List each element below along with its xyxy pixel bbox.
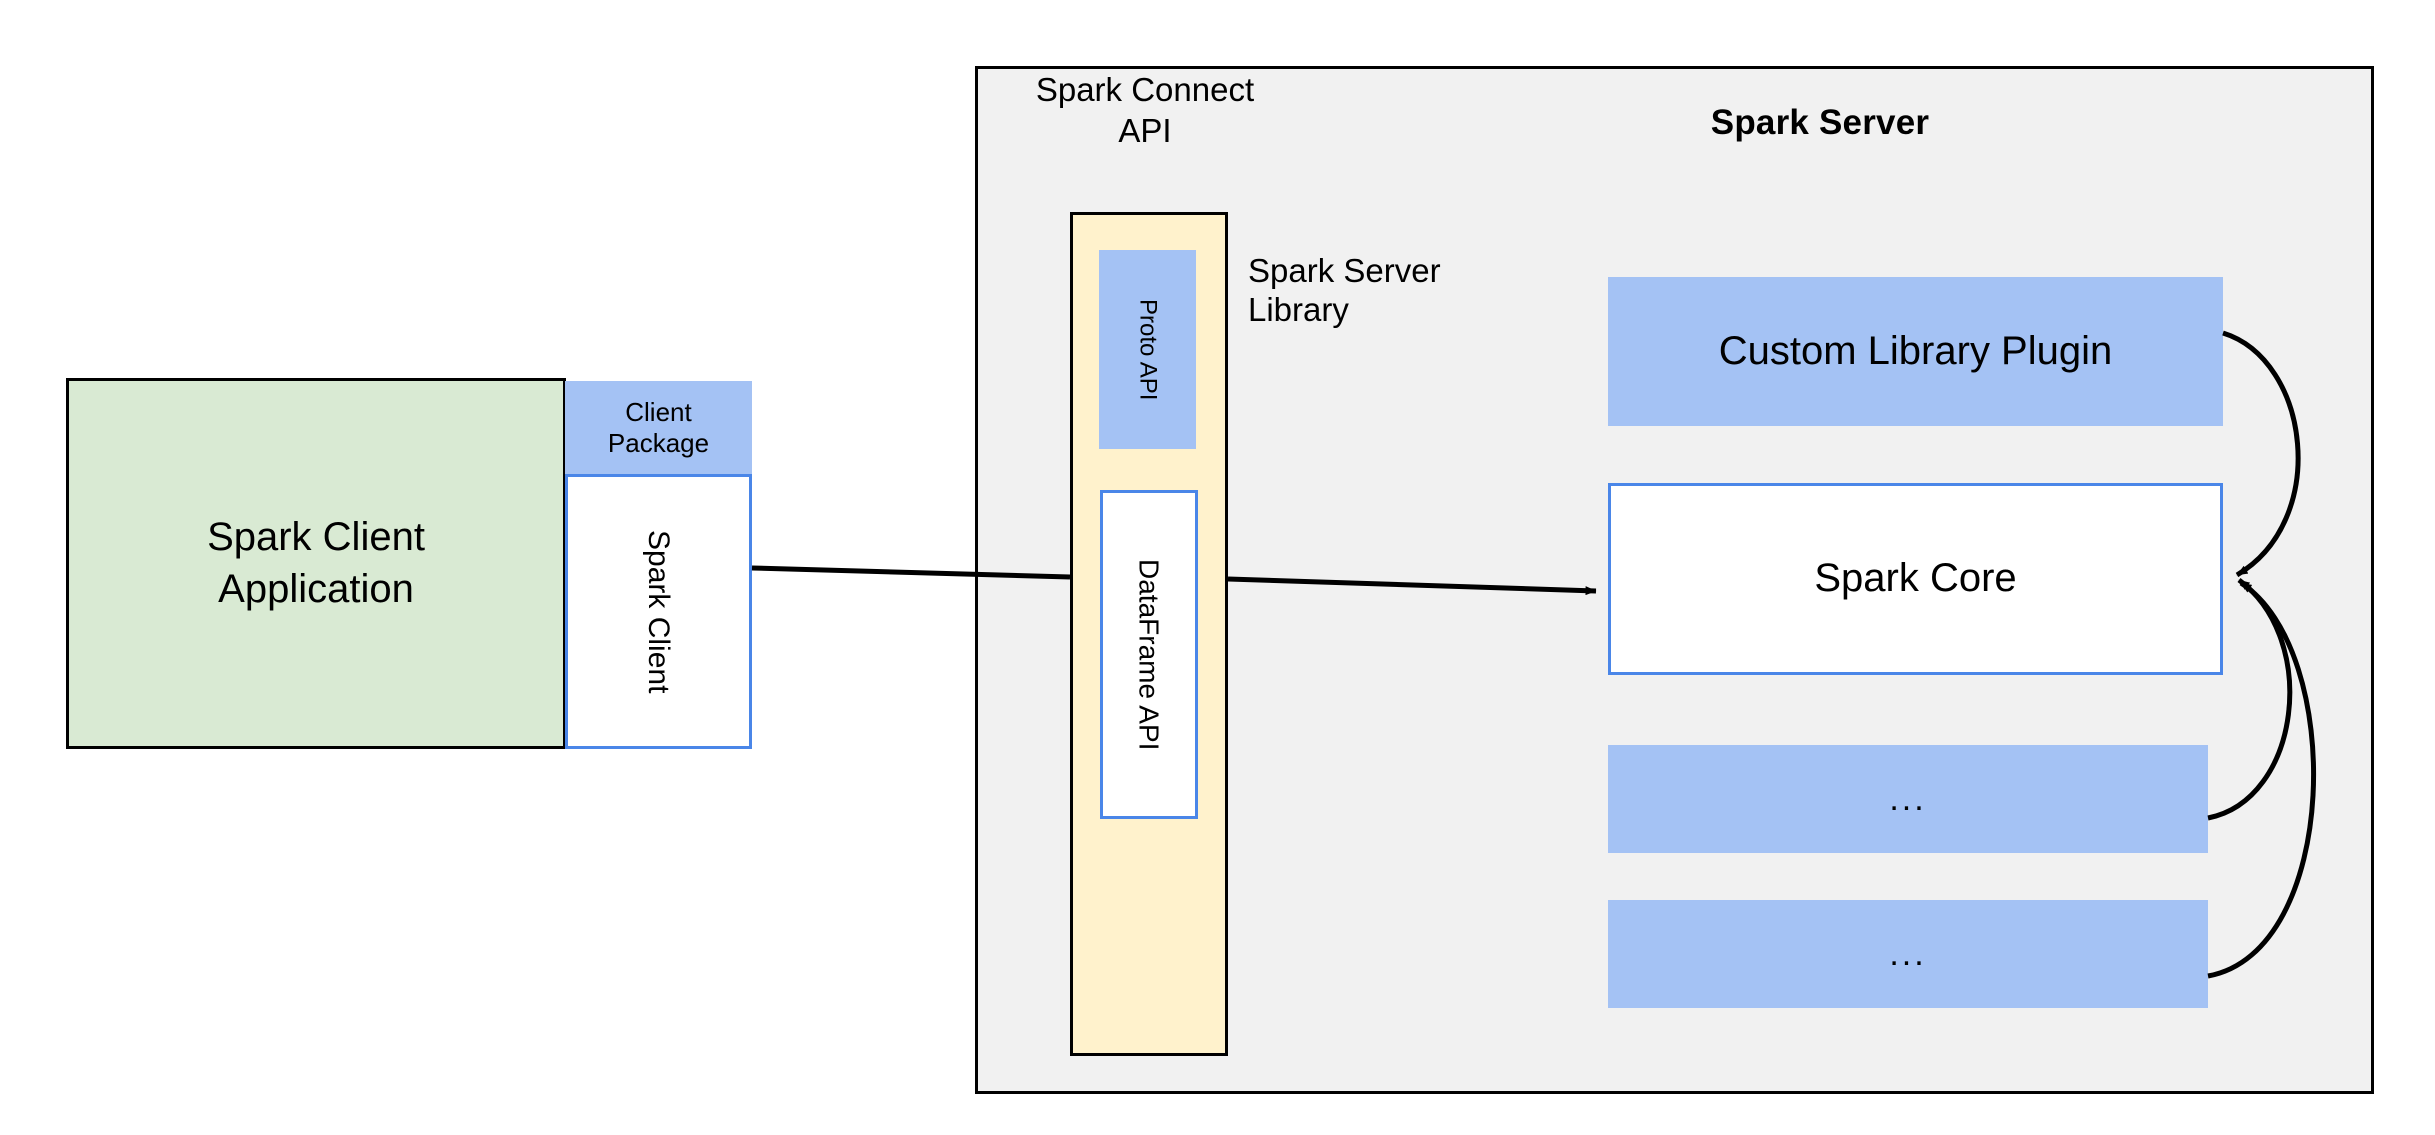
spark-server-library-label-line1: Spark Server [1248,252,1441,290]
client-package-label-line1: Client [625,396,692,427]
server-component-ellipsis-box-1: ... [1608,745,2208,853]
spark-client-label: Spark Client [642,529,676,694]
custom-library-plugin-label: Custom Library Plugin [1718,328,2113,373]
dataframe-api-box: DataFrame API [1100,490,1198,819]
spark-connect-api-label-line1: Spark Connect [1035,71,1255,109]
proto-api-label: Proto API [1134,298,1162,401]
spark-core-box: Spark Core [1608,483,2223,675]
spark-connect-api-label-line2: API [1118,112,1172,149]
server-component-ellipsis-label-2: ... [1889,934,1927,973]
spark-server-library-label: Spark Server Library [1248,246,1548,336]
spark-core-label: Spark Core [1814,556,2017,601]
spark-client-application-label-line1: Spark Client [207,515,425,560]
spark-client-application-label-line2: Application [218,566,414,611]
custom-library-plugin-box: Custom Library Plugin [1608,277,2223,426]
spark-server-title: Spark Server [1710,103,1930,143]
dataframe-api-label: DataFrame API [1133,558,1165,751]
proto-api-box: Proto API [1099,250,1196,449]
spark-client-box: Spark Client [565,474,752,749]
client-package-box: Client Package [565,381,752,474]
spark-connect-api-label: Spark Connect API [1000,66,1290,156]
spark-server-library-label-line2: Library [1248,291,1349,328]
server-component-ellipsis-box-2: ... [1608,900,2208,1008]
server-component-ellipsis-label-1: ... [1889,779,1927,818]
client-package-label-line2: Package [607,427,710,458]
spark-client-application-box: Spark Client Application [66,378,566,749]
